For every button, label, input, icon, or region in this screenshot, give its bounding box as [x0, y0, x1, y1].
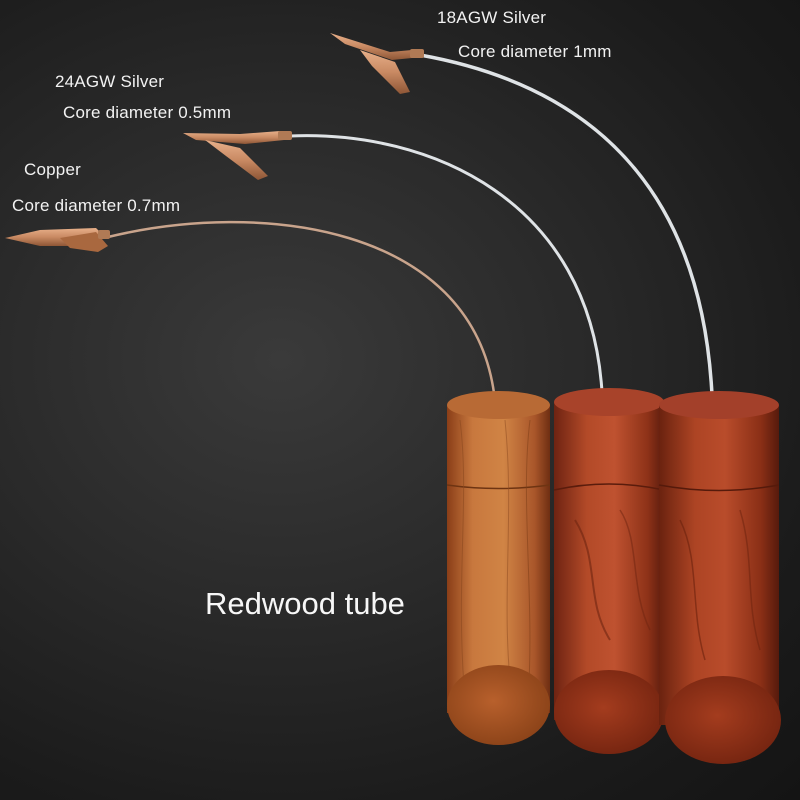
alligator-clip-copper — [5, 228, 110, 252]
label-copper-gauge: Copper — [24, 160, 81, 179]
redwood-tube-copper — [446, 391, 551, 745]
silver-wire-24awg — [288, 134, 604, 394]
product-label: Redwood tube — [205, 586, 405, 621]
label-18awg-core: Core diameter 1mm — [458, 42, 612, 61]
copper-wire — [106, 220, 496, 395]
alligator-clip-24awg — [183, 131, 292, 180]
redwood-tube-24awg — [553, 388, 665, 754]
label-24awg-core: Core diameter 0.5mm — [63, 103, 232, 122]
label-18awg-gauge: 18AGW Silver — [437, 8, 547, 27]
label-copper-core: Core diameter 0.7mm — [12, 196, 181, 215]
label-24awg-gauge: 24AGW Silver — [55, 72, 165, 91]
alligator-clip-18awg — [330, 33, 424, 94]
silver-wire-18awg — [418, 53, 714, 397]
redwood-tube-18awg — [658, 391, 781, 764]
